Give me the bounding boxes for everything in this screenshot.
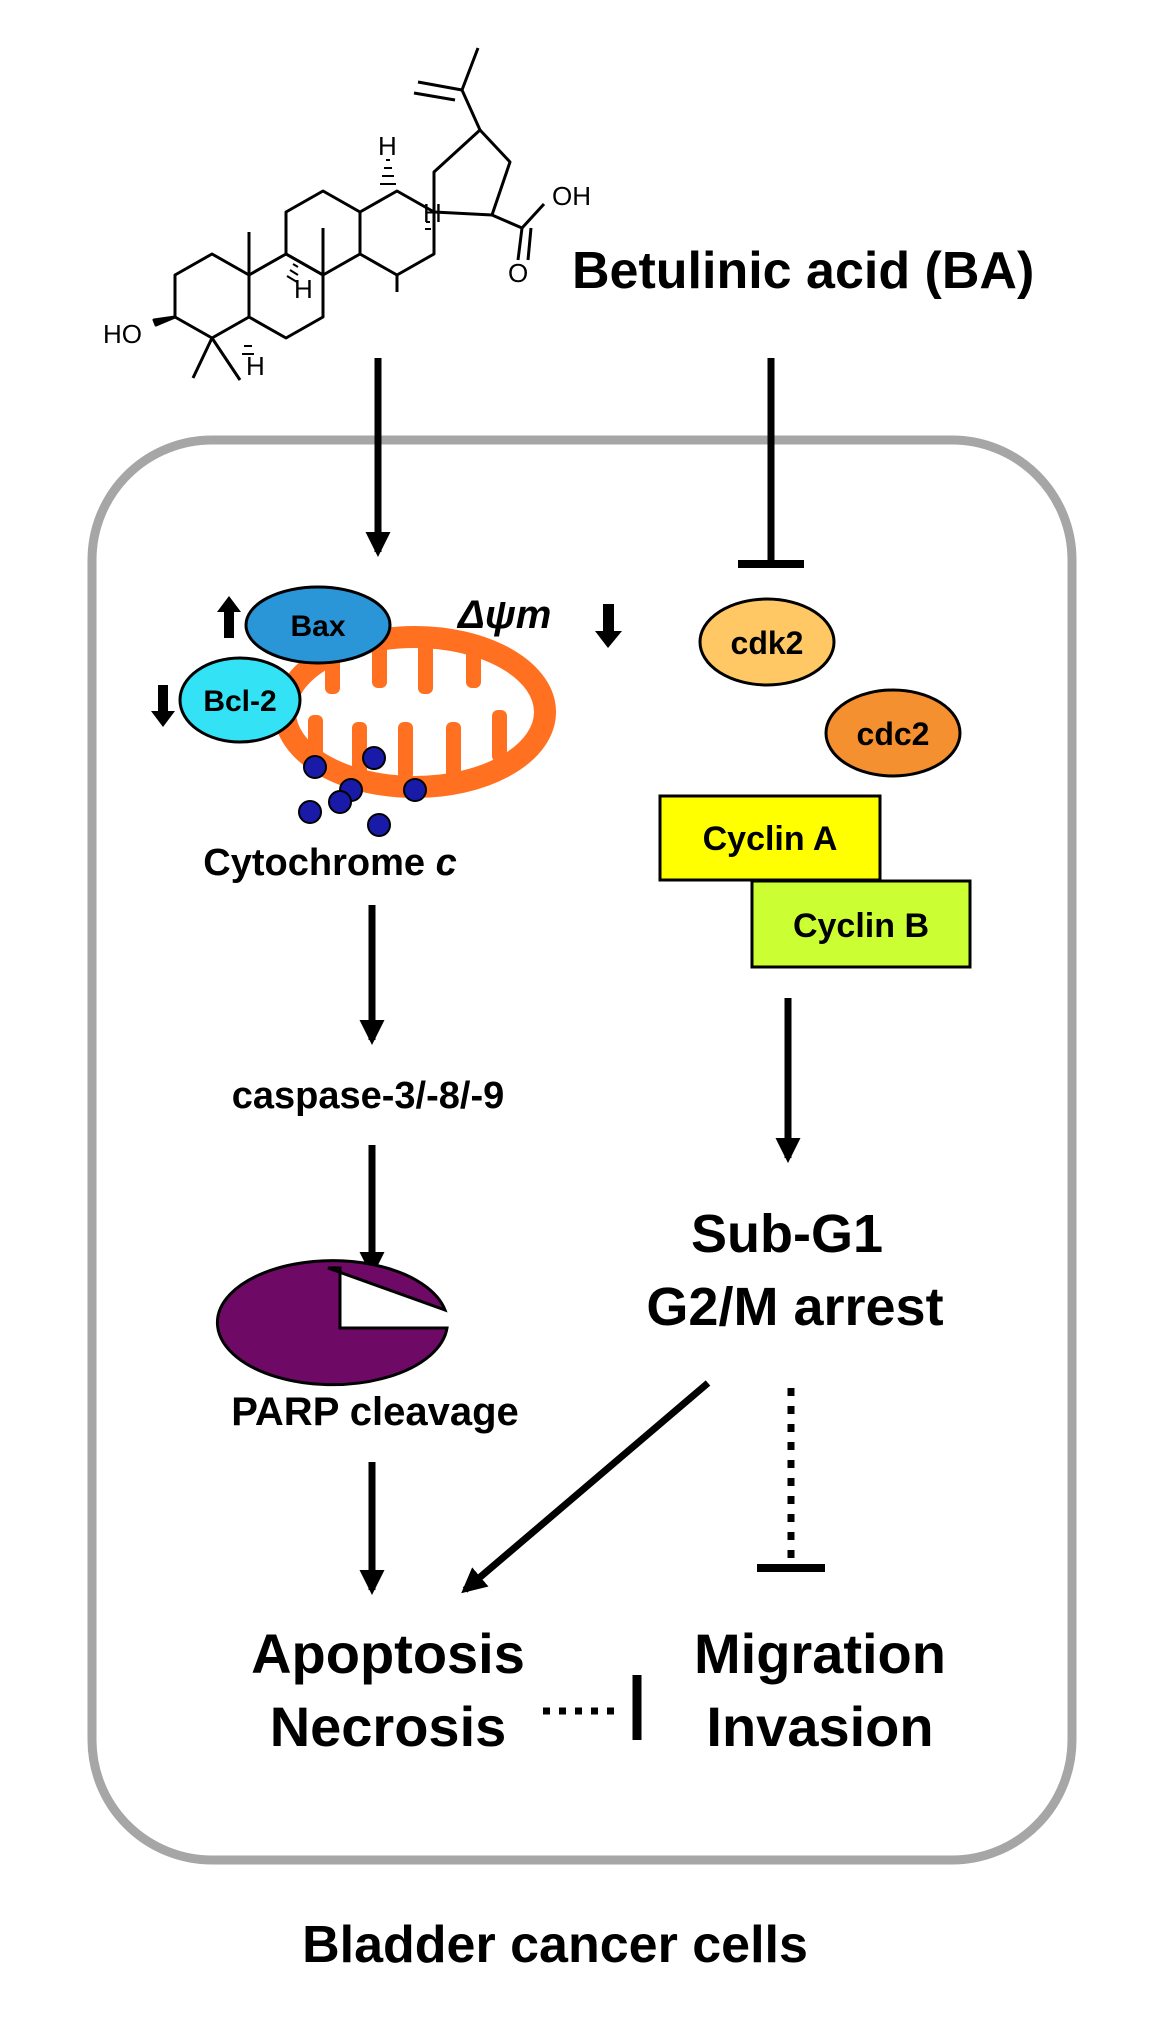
oh-atom-label: OH: [552, 181, 591, 211]
apoptosis-label: Apoptosis: [251, 1622, 525, 1685]
cytochrome-c-label: Cytochrome c: [203, 842, 456, 884]
o-atom-label: O: [508, 258, 528, 288]
parp-label: PARP cleavage: [231, 1390, 519, 1434]
invasion-label: Invasion: [706, 1695, 933, 1758]
cell-membrane: [87, 435, 1077, 1865]
bax-label: Bax: [290, 610, 345, 643]
necrosis-label: Necrosis: [270, 1695, 507, 1758]
delta-psi-label: Δψm: [456, 593, 551, 637]
down-arrow-icon: [595, 604, 622, 648]
cyclin-a-box: [658, 794, 882, 882]
cdc2-protein: [824, 688, 962, 778]
parp-protein: [215, 1259, 449, 1387]
migration-label: Migration: [694, 1622, 946, 1685]
arrest-line1: Sub-G1: [691, 1204, 883, 1264]
h-atom-label: H: [378, 131, 397, 161]
cdk2-protein: [698, 597, 836, 687]
cdc2-label: cdc2: [857, 716, 930, 752]
up-arrow-icon: [217, 596, 241, 638]
cyclin-a-label: Cyclin A: [703, 820, 838, 858]
caspase-label: caspase-3/-8/-9: [232, 1075, 505, 1117]
h-atom-label: H: [294, 274, 313, 304]
down-arrow-icon: [151, 685, 175, 727]
bcl2-label: Bcl-2: [203, 685, 276, 718]
activation-arrow: [461, 1380, 711, 1594]
cytochrome-c-molecules: [298, 746, 427, 837]
cdk2-label: cdk2: [731, 625, 804, 661]
h-atom-label: H: [423, 198, 442, 228]
cell-label: Bladder cancer cells: [302, 1916, 808, 1974]
cyclin-b-label: Cyclin B: [793, 907, 929, 945]
bax-protein: [244, 585, 392, 665]
compound-name: Betulinic acid (BA): [572, 242, 1034, 300]
betulinic-acid-structure: [152, 47, 546, 381]
ho-atom-label: HO: [103, 319, 142, 349]
cyclin-b-box: [750, 879, 972, 969]
bcl2-protein: [178, 656, 302, 744]
h-atom-label: H: [246, 351, 265, 381]
arrest-line2: G2/M arrest: [646, 1277, 943, 1337]
